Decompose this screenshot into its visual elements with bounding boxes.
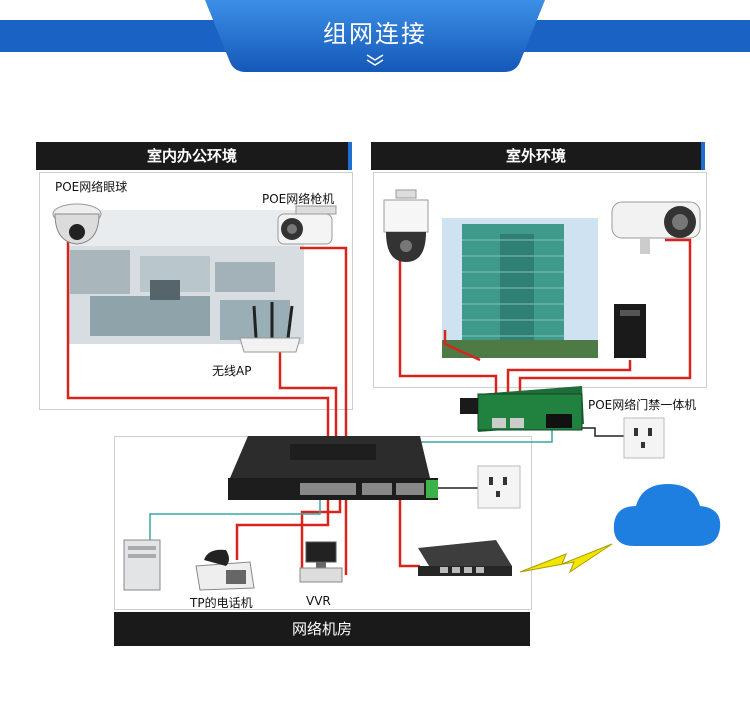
label-access-control: POE网络门禁一体机 bbox=[588, 398, 697, 412]
label-wireless-ap: 无线AP bbox=[212, 364, 252, 378]
office-photo bbox=[68, 210, 304, 344]
red-cables bbox=[66, 238, 692, 575]
wireless-ap bbox=[239, 302, 301, 353]
vvr-monitor bbox=[299, 541, 343, 583]
dome-camera-indoor bbox=[52, 203, 102, 245]
indoor-section-title: 室内办公环境 bbox=[36, 142, 348, 170]
router bbox=[418, 540, 512, 576]
bullet-camera-indoor bbox=[277, 205, 337, 245]
bullet-camera-outdoor bbox=[611, 201, 701, 254]
double-chevron-down-icon bbox=[366, 54, 384, 66]
cloud-icon bbox=[613, 484, 721, 546]
building-photo bbox=[442, 218, 598, 358]
banner-tab bbox=[205, 0, 545, 72]
lightning-icon bbox=[519, 543, 613, 574]
wall-socket-1 bbox=[623, 417, 665, 459]
black-cables bbox=[436, 427, 624, 489]
server-tower bbox=[123, 539, 161, 591]
label-tp-phone: TP的电话机 bbox=[190, 596, 253, 610]
dome-camera-outdoor bbox=[383, 189, 429, 262]
poe-injector bbox=[614, 304, 646, 358]
phone bbox=[195, 549, 255, 591]
machine-room-title: 网络机房 bbox=[114, 612, 530, 646]
label-poe-dome: POE网络眼球 bbox=[55, 180, 128, 194]
page-title: 组网连接 bbox=[323, 20, 427, 48]
industrial-switch bbox=[460, 386, 584, 432]
outdoor-section-title: 室外环境 bbox=[371, 142, 701, 170]
header-banner bbox=[0, 0, 750, 72]
label-vvr: VVR bbox=[306, 594, 331, 608]
label-poe-bullet: POE网络枪机 bbox=[262, 192, 335, 206]
main-switch bbox=[228, 436, 438, 500]
wall-socket-2 bbox=[477, 465, 521, 509]
